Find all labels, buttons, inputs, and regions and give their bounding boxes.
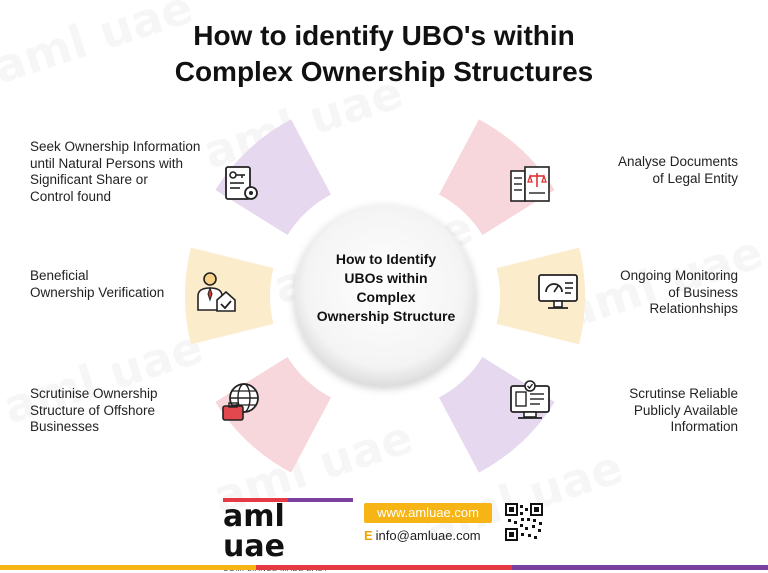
- bar-segment-purple: [512, 565, 768, 570]
- step-seek-ownership-label: Seek Ownership Information until Natural…: [30, 139, 200, 205]
- step-offshore-label: Scrutinise Ownership Structure of Offsho…: [30, 386, 158, 436]
- label-line: Ownership Verification: [30, 284, 165, 300]
- step-analyse-documents-label: Analyse Documents of Legal Entity: [618, 154, 738, 187]
- bar-segment-red: [256, 565, 512, 570]
- aml-uae-logo: aml uae COMPLIANCE MADE EASY: [223, 502, 353, 573]
- globe-briefcase-icon: [222, 383, 259, 421]
- businessman-house-check-icon: [197, 272, 236, 312]
- label-line: Publicly Available: [633, 402, 738, 418]
- document-key-gear-icon: [225, 166, 258, 200]
- step-beneficial-verification-label: Beneficial Ownership Verification: [30, 268, 164, 301]
- center-circle: [294, 205, 476, 387]
- label-line: of Legal Entity: [652, 170, 738, 186]
- center-line-2: UBOs within: [344, 270, 428, 286]
- label-line: Analyse Documents: [617, 154, 738, 169]
- label-line: Significant Share or: [30, 172, 148, 187]
- center-title: How to Identify UBOs within Complex Owne…: [305, 250, 467, 326]
- center-line-4: Ownership Structure: [316, 308, 456, 324]
- label-line: Scrutinise Ownership: [30, 386, 158, 401]
- title-line-1: How to identify UBO's within: [193, 20, 575, 51]
- logo-accent-bar: [223, 498, 353, 502]
- segment-right1: [438, 119, 555, 236]
- label-line: of Business: [668, 284, 738, 300]
- bar-segment-yellow: [0, 565, 256, 570]
- logo-text: aml uae: [223, 499, 285, 564]
- qr-code-icon: [505, 503, 543, 541]
- segment-left1: [215, 119, 332, 236]
- segment-ring: [185, 119, 586, 473]
- email-prefix: E: [364, 528, 373, 543]
- label-line: Structure of Offshore: [30, 402, 156, 418]
- page-title: How to identify UBO's within Complex Own…: [0, 18, 768, 90]
- center-line-1: How to Identify: [335, 251, 437, 267]
- label-line: Ongoing Monitoring: [620, 268, 738, 283]
- label-line: Beneficial: [30, 268, 89, 283]
- label-line: Scrutinse Reliable: [629, 386, 738, 401]
- label-line: until Natural Persons with: [30, 155, 184, 171]
- website-link[interactable]: www.amluae.com: [364, 503, 492, 523]
- email-address: info@amluae.com: [375, 528, 481, 543]
- step-ongoing-monitoring-label: Ongoing Monitoring of Business Relationh…: [620, 268, 738, 318]
- step-public-information-label: Scrutinse Reliable Publicly Available In…: [629, 386, 738, 436]
- documents-scale-icon: [510, 166, 550, 202]
- bottom-color-bar: [0, 565, 768, 570]
- monitor-gauge-icon: [538, 274, 578, 309]
- center-line-3: Complex: [356, 289, 416, 305]
- label-line: Businesses: [30, 419, 100, 434]
- label-line: Seek Ownership Information: [30, 139, 201, 154]
- title-line-2: Complex Ownership Structures: [174, 56, 594, 87]
- label-line: Control found: [30, 188, 112, 204]
- label-line: Information: [670, 419, 738, 434]
- label-line: Relationhships: [649, 301, 738, 316]
- computer-checklist-icon: [510, 380, 550, 419]
